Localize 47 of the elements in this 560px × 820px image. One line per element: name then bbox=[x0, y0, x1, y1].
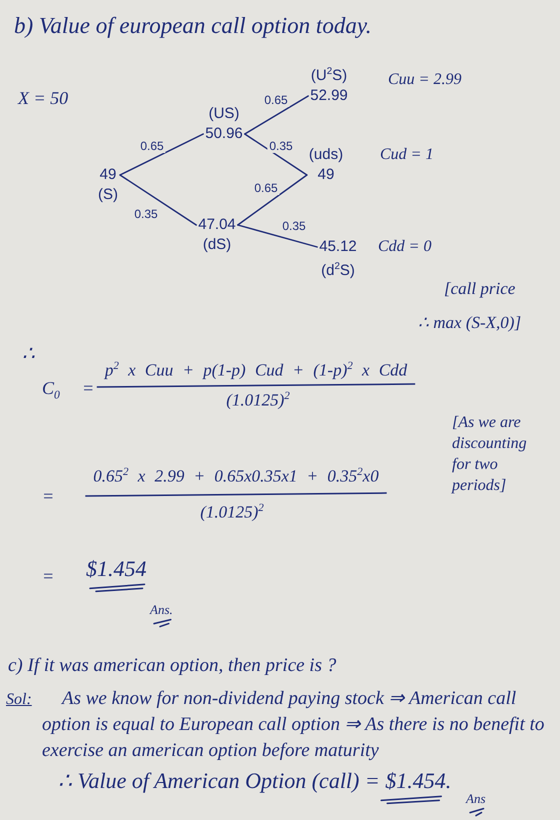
branch-probability: 0.65 bbox=[252, 181, 280, 195]
answer-label: Ans bbox=[466, 791, 486, 807]
solution-label: Sol: bbox=[6, 690, 32, 710]
payoff-note: Cuu = 2.99 bbox=[388, 70, 462, 90]
question-text: c) If it was american option, then price is ? bbox=[8, 655, 336, 678]
branch-probability: 0.35 bbox=[280, 219, 308, 233]
formula-denominator: (1.0125)$^{2}$ bbox=[200, 502, 264, 524]
bracket-note: [call price ∴ max (S-X,0)] bbox=[418, 278, 522, 334]
branch-probability: 0.35 bbox=[132, 207, 160, 221]
formula-denominator: (1.0125)$^{2}$ bbox=[226, 390, 290, 412]
tree-branch bbox=[244, 133, 308, 176]
equals-sign: = bbox=[82, 378, 94, 400]
answer-statement: ∴ Value of American Option (call) = $1.454. bbox=[58, 768, 452, 794]
payoff-note: Cdd = 0 bbox=[378, 237, 432, 257]
stock-price: 52.99 bbox=[310, 86, 348, 106]
branch-probability: 0.65 bbox=[262, 93, 290, 107]
stock-price: 49 bbox=[318, 165, 334, 185]
tree-branch bbox=[119, 174, 197, 226]
tree-branch bbox=[244, 95, 309, 135]
branch-probability: 0.35 bbox=[267, 139, 295, 153]
strike-price-note: X = 50 bbox=[18, 88, 68, 110]
bracket-note: [As we are discounting for two periods] bbox=[452, 413, 528, 496]
tree-branch bbox=[237, 174, 308, 226]
node-label: (U$^{2}$S) bbox=[310, 65, 348, 86]
formula-numerator: p$^{2}$ x Cuu + p(1-p) Cud + (1-p)$^{2}$ x Cdd bbox=[104, 360, 408, 382]
stock-price: 50.96 bbox=[205, 124, 243, 144]
stock-price: 45.12 bbox=[319, 237, 357, 257]
stock-price: 47.04 bbox=[198, 215, 236, 235]
node-label: (dS) bbox=[202, 235, 232, 255]
branch-probability: 0.65 bbox=[138, 139, 166, 153]
payoff-note: Cud = 1 bbox=[380, 145, 434, 165]
therefore-sign: ∴ bbox=[22, 342, 35, 366]
tree-branch bbox=[119, 133, 204, 176]
equals-sign: = bbox=[42, 566, 54, 588]
title-heading: b) Value of european call option today. bbox=[14, 12, 372, 40]
tree-branch bbox=[237, 224, 318, 248]
node-label: (S) bbox=[98, 185, 118, 205]
node-label: (uds) bbox=[308, 145, 344, 165]
equals-sign: = bbox=[42, 486, 54, 508]
formula-numerator: 0.65$^{2}$ x 2.99 + 0.65x0.35x1 + 0.35$^{2}$x0 bbox=[93, 466, 379, 488]
explanation-paragraph: As we know for non-dividend paying stock ⇒ American call option is equal to European call option ⇒ As there is no benefit to exercise an american option before maturity bbox=[42, 687, 546, 763]
answer-value: $1.454 bbox=[86, 556, 146, 582]
answer-label: Ans. bbox=[150, 602, 173, 618]
node-label: (d$^{2}$S) bbox=[321, 260, 355, 281]
formula-symbol: C$_{0}$ bbox=[42, 378, 60, 403]
stock-price: 49 bbox=[100, 165, 116, 185]
node-label: (US) bbox=[208, 104, 240, 124]
